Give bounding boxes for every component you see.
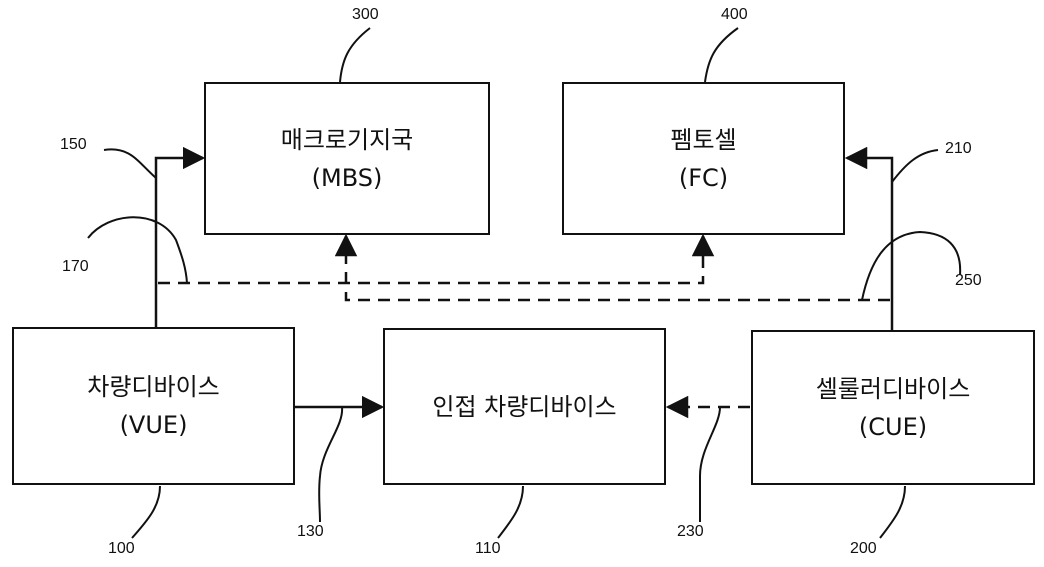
ref-130: 130 <box>297 523 324 540</box>
leader-200 <box>879 485 906 539</box>
ref-300: 300 <box>352 6 379 23</box>
leader-300 <box>339 27 371 83</box>
cue-abbr: (CUE) <box>858 412 928 441</box>
mbs-name: 매크로기지국 <box>280 125 414 154</box>
ref-170: 170 <box>62 258 89 275</box>
mbs-abbr: (MBS) <box>311 163 383 192</box>
nvue-name: 인접 차량디바이스 <box>432 392 617 421</box>
leader-110 <box>497 485 524 539</box>
vue-name: 차량디바이스 <box>87 373 220 401</box>
link-vue-to-mbs <box>154 146 206 328</box>
ref-230: 230 <box>677 523 704 540</box>
leader-150 <box>103 148 157 179</box>
fc-name: 펨토셀 <box>670 125 737 154</box>
link-cue-dashed-to-mbs <box>334 233 890 302</box>
vue-box: 차량디바이스 (VUE) <box>12 327 295 485</box>
leader-400 <box>704 27 739 83</box>
mbs-box: 매크로기지국 (MBS) <box>204 82 490 235</box>
vue-abbr: (VUE) <box>119 411 188 439</box>
ref-400: 400 <box>721 6 748 23</box>
leader-230 <box>699 406 721 522</box>
leader-250 <box>861 230 962 301</box>
leader-100 <box>131 485 161 539</box>
ref-210: 210 <box>945 140 972 157</box>
link-cue-to-fc <box>844 146 894 330</box>
leader-210 <box>891 149 939 183</box>
fc-abbr: (FC) <box>678 163 729 192</box>
fc-box: 펨토셀 (FC) <box>562 82 845 235</box>
ref-250: 250 <box>955 272 982 289</box>
ref-150: 150 <box>60 136 87 153</box>
cue-name: 셀룰러디바이스 <box>815 374 971 403</box>
ref-110: 110 <box>475 540 501 557</box>
leader-170 <box>87 216 188 284</box>
ref-100: 100 <box>108 540 135 557</box>
ref-200: 200 <box>850 540 877 557</box>
leader-130 <box>318 406 344 523</box>
cue-box: 셀룰러디바이스 (CUE) <box>751 330 1035 485</box>
nvue-box: 인접 차량디바이스 <box>383 328 666 485</box>
link-vue-dashed-to-fc <box>158 233 715 285</box>
